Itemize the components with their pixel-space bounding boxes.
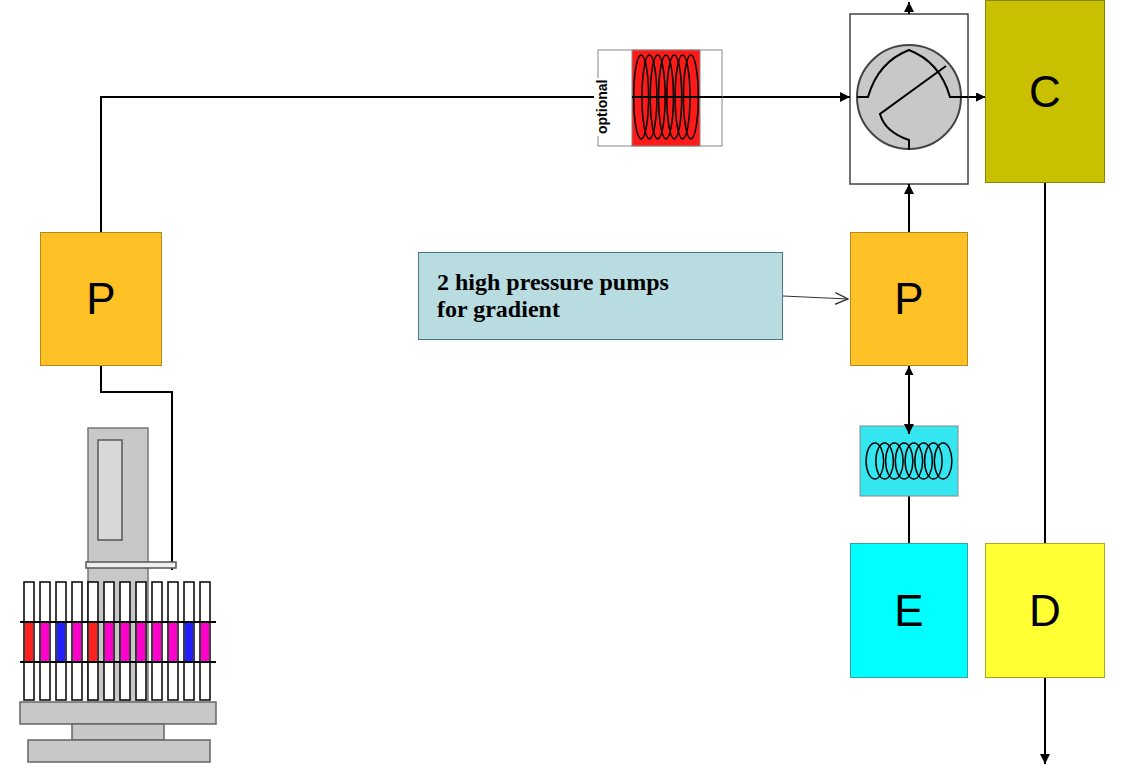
eluent-box: E — [850, 543, 968, 678]
column-box: C — [985, 0, 1105, 183]
box-letter: P — [86, 274, 115, 324]
optional-coil — [598, 50, 722, 146]
mixer-coil — [860, 420, 958, 496]
box-letter: D — [1029, 586, 1061, 636]
box-letter: E — [894, 586, 923, 636]
rotated-label: optional — [594, 78, 610, 136]
detector-box: D — [985, 543, 1105, 678]
outlet-arrow — [1044, 678, 1046, 764]
callout-text: 2 high pressure pumps for gradient — [437, 269, 677, 323]
box-letter: P — [894, 274, 923, 324]
pump-box: P — [40, 232, 162, 366]
leader-arrow — [783, 296, 848, 299]
autosampler — [20, 428, 216, 762]
pump-box: P — [850, 232, 968, 366]
box-letter: C — [1029, 67, 1061, 117]
injection-valve — [836, 2, 968, 198]
flow-line — [1044, 183, 1046, 543]
callout-box: 2 high pressure pumps for gradient — [418, 252, 783, 340]
